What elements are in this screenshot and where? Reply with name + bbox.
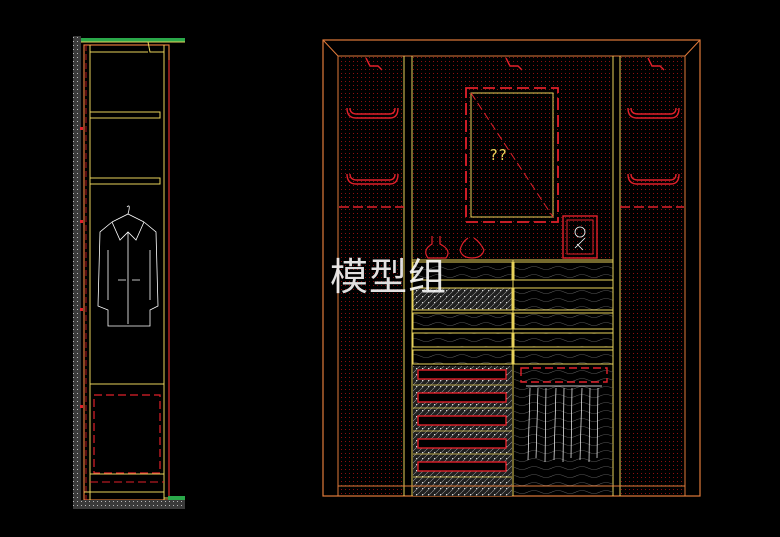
vase-icons	[425, 236, 485, 259]
coat-icon	[97, 205, 159, 327]
decor-ornament-icon	[562, 215, 598, 259]
drawer-bank-top	[412, 260, 614, 496]
watermark-text: 模型组	[330, 255, 448, 299]
trouser-rack	[514, 366, 613, 496]
side-shelves	[90, 111, 161, 185]
top-hooks	[365, 57, 665, 71]
front-elevation-view	[322, 39, 701, 497]
center-back-panel	[412, 57, 613, 260]
side-drawer	[93, 394, 161, 474]
left-bag-holders	[346, 107, 399, 185]
top-beam	[81, 38, 185, 42]
wall-hatch	[73, 36, 81, 509]
side-section-view	[73, 36, 185, 509]
floor-hatch	[73, 500, 185, 509]
mirror	[465, 87, 559, 223]
right-tower-panel	[620, 57, 684, 495]
drawer-bank-lower-left	[413, 366, 512, 496]
mirror-label: ??	[489, 146, 508, 164]
wall-markers	[80, 127, 83, 408]
side-cabinet-outline	[83, 44, 170, 501]
right-bag-holders	[627, 107, 680, 185]
left-tower-panel	[339, 57, 404, 495]
